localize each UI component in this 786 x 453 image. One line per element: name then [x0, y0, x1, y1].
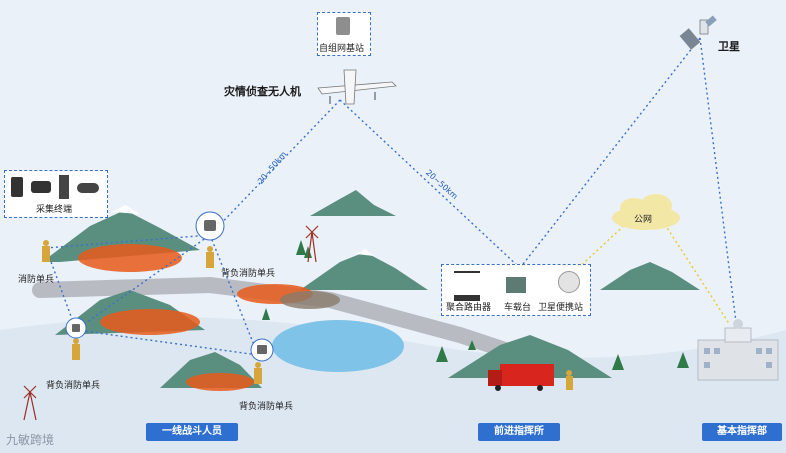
router-icon	[454, 271, 480, 301]
backpack-label-1: 背负消防单兵	[221, 269, 276, 279]
equipment-box	[441, 264, 591, 316]
drone-label: 灾情侦查无人机	[224, 85, 301, 98]
firefighter-label: 消防单兵	[18, 275, 55, 285]
base-command-button[interactable]: 基本指挥部	[702, 423, 782, 441]
vehicle-platform-icon	[506, 277, 526, 293]
collect-terminal-label: 采集终端	[36, 205, 73, 215]
base-station-icon	[336, 17, 350, 35]
cloud-icon	[612, 194, 680, 230]
backpack-label-2: 背负消防单兵	[46, 381, 101, 391]
forward-command-button[interactable]: 前进指挥所	[478, 423, 560, 441]
satellite-label: 卫星	[718, 40, 740, 53]
mountains-center	[300, 190, 700, 378]
radio-icon	[59, 175, 69, 199]
vehicle-platform-label: 车载台	[504, 303, 532, 313]
watermark: 九敏跨境	[6, 433, 55, 447]
satellite-icon	[679, 15, 717, 50]
frontline-button[interactable]: 一线战斗人员	[146, 423, 238, 441]
base-station-box	[317, 12, 371, 56]
sat-portable-label: 卫星便携站	[538, 303, 584, 313]
sat-portable-icon	[558, 271, 580, 293]
network-links	[45, 37, 737, 356]
router-label: 聚合路由器	[446, 303, 492, 313]
lake	[272, 320, 404, 372]
phone-icon	[11, 177, 23, 197]
hq-building-icon	[697, 319, 779, 381]
trees	[262, 240, 772, 372]
backpack-device-icons	[65, 211, 274, 362]
collect-terminal-box	[4, 170, 108, 218]
camera-icon	[31, 181, 51, 193]
drone-icon	[317, 69, 397, 105]
headset-icon	[77, 183, 99, 193]
fire-truck-icon	[488, 364, 554, 391]
ground	[0, 317, 786, 453]
firefighter-icons	[42, 240, 573, 390]
public-net-label: 公网	[634, 215, 653, 225]
backpack-label-3: 背负消防单兵	[239, 402, 294, 412]
fires	[78, 244, 340, 391]
base-station-label: 自组网基站	[319, 44, 365, 54]
radio-tower-icons	[23, 225, 319, 421]
